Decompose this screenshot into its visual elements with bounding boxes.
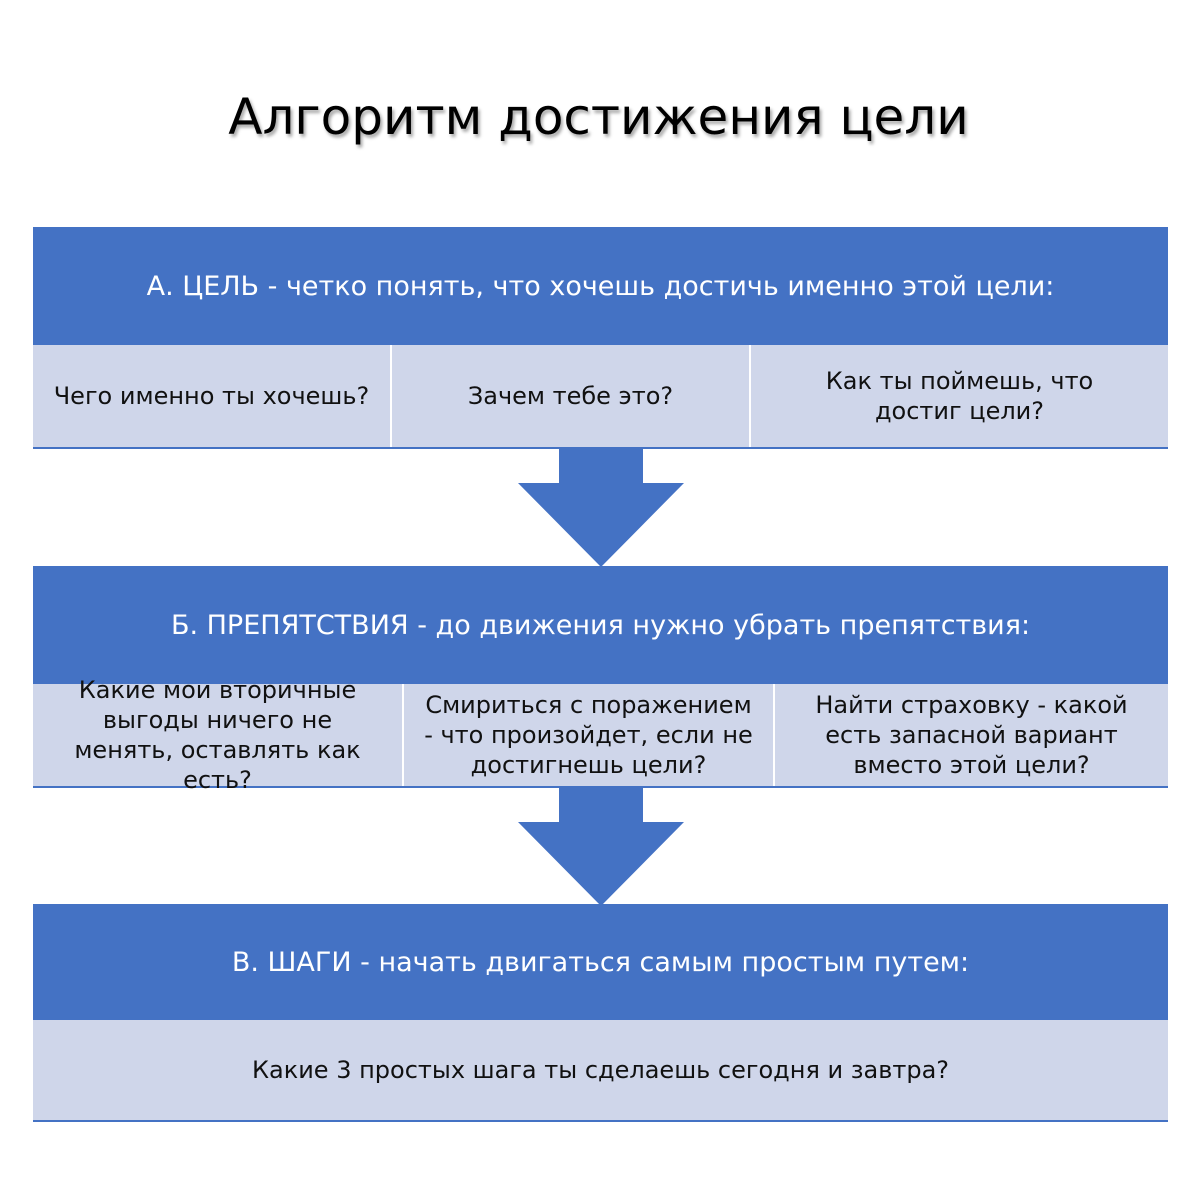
question-cell: Какие 3 простых шага ты сделаешь сегодня… — [33, 1020, 1168, 1120]
section-obstacles-questions: Какие мои вторичные выгоды ничего не мен… — [33, 676, 1168, 794]
section-steps-questions: Какие 3 простых шага ты сделаешь сегодня… — [33, 1020, 1168, 1122]
section-steps-header: В. ШАГИ - начать двигаться самым простым… — [33, 904, 1168, 1020]
section-goal: А. ЦЕЛЬ - четко понять, что хочешь дости… — [33, 227, 1168, 449]
section-obstacles: Б. ПРЕПЯТСТВИЯ - до движения нужно убрат… — [33, 566, 1168, 794]
question-cell: Чего именно ты хочешь? — [33, 345, 390, 447]
page-title: Алгоритм достижения цели — [228, 88, 969, 146]
section-steps: В. ШАГИ - начать двигаться самым простым… — [33, 904, 1168, 1122]
question-cell: Какие мои вторичные выгоды ничего не мен… — [33, 676, 402, 794]
down-arrow-icon — [518, 788, 684, 908]
down-arrow-icon — [518, 449, 684, 569]
section-obstacles-header: Б. ПРЕПЯТСТВИЯ - до движения нужно убрат… — [33, 566, 1168, 684]
question-cell: Найти страховку - какой есть запасной ва… — [773, 684, 1168, 786]
section-goal-header: А. ЦЕЛЬ - четко понять, что хочешь дости… — [33, 227, 1168, 345]
section-goal-questions: Чего именно ты хочешь? Зачем тебе это? К… — [33, 345, 1168, 449]
question-cell: Как ты поймешь, что достиг цели? — [749, 345, 1168, 447]
question-cell: Смириться с поражением - что произойдет,… — [402, 684, 773, 786]
question-cell: Зачем тебе это? — [390, 345, 749, 447]
